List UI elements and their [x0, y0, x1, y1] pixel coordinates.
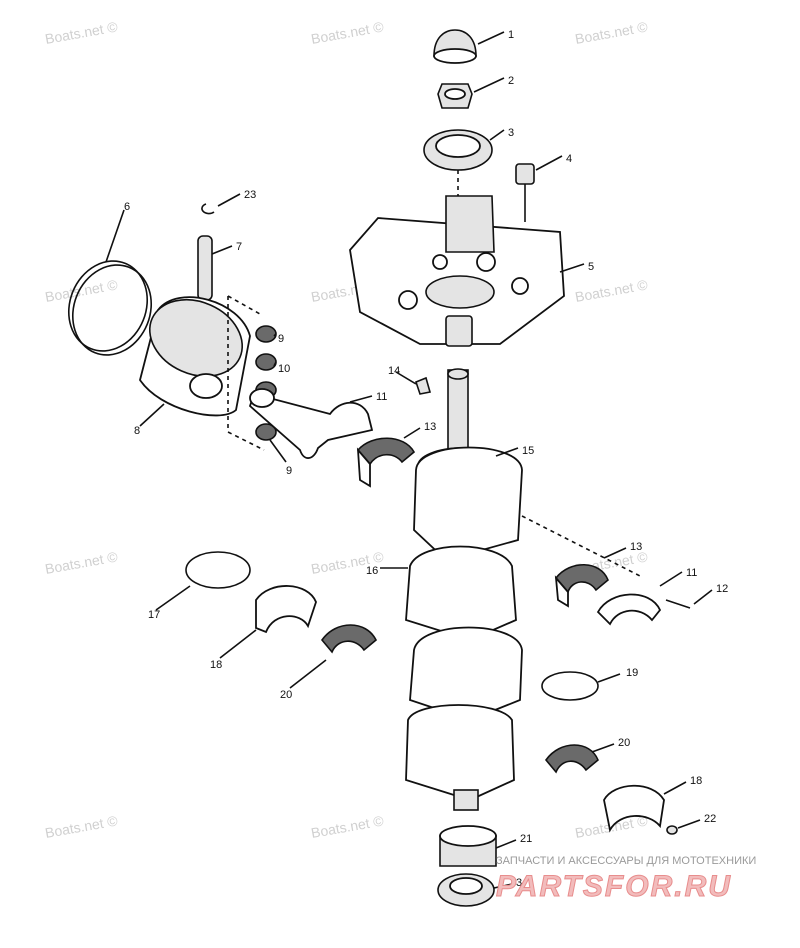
callout-number: 4	[566, 153, 572, 165]
callout-number: 3	[508, 127, 514, 139]
callout-leader	[495, 447, 519, 457]
crank-bearing-13b	[554, 564, 609, 608]
callout-number: 9	[286, 465, 292, 477]
bolt-12	[665, 599, 691, 609]
callout-number: 13	[424, 421, 436, 433]
callout-leader	[155, 585, 191, 611]
callout-leader	[591, 743, 615, 753]
callout-number: 22	[704, 813, 716, 825]
woodruff-key	[415, 376, 432, 395]
watermark-text: Boats.net ©	[310, 18, 386, 47]
rod-cap-11b	[596, 593, 662, 626]
callout-number: 5	[588, 261, 594, 273]
callout-leader	[489, 129, 505, 141]
callout-number: 21	[520, 833, 532, 845]
bearing-parts-rod	[255, 325, 277, 441]
seal-ring-top	[423, 129, 493, 171]
needle-bearing-20b	[544, 744, 599, 774]
callout-leader	[273, 333, 277, 337]
callout-leader	[219, 629, 257, 659]
callout-leader	[677, 819, 701, 829]
screw-part	[515, 163, 535, 222]
callout-leader	[269, 439, 287, 463]
alignment-lines	[227, 170, 641, 577]
brand-tagline: ЗАПЧАСТИ И АКСЕССУАРЫ ДЛЯ МОТОТЕХНИКИ	[496, 855, 756, 867]
callout-number: 14	[388, 365, 400, 377]
callout-number: 2	[508, 75, 514, 87]
callout-number: 15	[522, 445, 534, 457]
callout-number: 11	[376, 391, 387, 403]
callout-leader	[597, 673, 621, 683]
callout-leader	[603, 547, 627, 559]
needle-bearing-20a	[320, 624, 377, 654]
watermark-text: Boats.net ©	[574, 276, 650, 305]
callout-leader	[403, 427, 421, 439]
callout-number: 8	[134, 425, 140, 437]
callout-number: 16	[366, 565, 378, 577]
bearing-21	[439, 825, 497, 867]
callout-leader	[139, 403, 165, 427]
callout-number: 23	[244, 189, 256, 201]
watermark-text: Boats.net ©	[44, 276, 120, 305]
watermark-text: Boats.net ©	[310, 812, 386, 841]
callout-number: 20	[618, 737, 630, 749]
callout-number: 18	[690, 775, 702, 787]
callout-number: 13	[630, 541, 642, 553]
callout-leader	[477, 31, 505, 45]
callout-leader	[495, 839, 517, 849]
callout-number: 6	[124, 201, 130, 213]
bearing-race-18b	[603, 784, 665, 833]
piston-part	[139, 296, 251, 417]
needle-bearing-13a	[356, 437, 416, 488]
clip-part	[201, 203, 215, 215]
callout-leader	[663, 781, 687, 795]
stator-plate	[349, 195, 565, 347]
piston-pin	[197, 235, 213, 301]
callout-number: 19	[626, 667, 638, 679]
callout-leader	[289, 659, 327, 689]
crankshaft	[405, 368, 523, 811]
bearing-race-18a	[255, 585, 317, 634]
cap-part	[433, 29, 477, 64]
callout-number: 7	[236, 241, 242, 253]
callout-number: 18	[210, 659, 222, 671]
callout-leader	[693, 589, 713, 605]
callout-number: 9	[278, 333, 284, 345]
watermark-text: Boats.net ©	[44, 18, 120, 47]
brand-logo: PARTSFOR.RU	[496, 870, 732, 903]
callout-leader	[217, 193, 241, 207]
callout-number: 11	[686, 567, 697, 579]
callout-leader	[395, 371, 417, 385]
callout-leader	[659, 571, 683, 587]
callout-leader	[211, 245, 233, 255]
nut-part	[437, 83, 473, 109]
piston-rings	[67, 260, 153, 356]
callout-leader	[273, 361, 277, 367]
pin-22	[666, 825, 678, 835]
callout-leader	[105, 209, 125, 263]
callout-leader	[535, 155, 563, 171]
callout-number: 10	[278, 363, 290, 375]
connecting-rod	[248, 388, 374, 459]
callout-leader	[473, 77, 505, 93]
snap-ring-19	[541, 671, 599, 701]
callout-number: 20	[280, 689, 292, 701]
callout-leader	[559, 263, 585, 273]
watermark-text: Boats.net ©	[574, 18, 650, 47]
callout-number: 3	[516, 877, 522, 889]
callout-layer: 1234562379108111413159161311121718201920…	[105, 29, 728, 889]
snap-ring-17	[185, 551, 251, 589]
callout-number: 1	[508, 29, 514, 41]
callout-number: 17	[148, 609, 160, 621]
callout-number: 12	[716, 583, 728, 595]
callout-leader	[349, 395, 373, 403]
seal-ring-bottom	[437, 873, 495, 907]
watermark-text: Boats.net ©	[44, 548, 120, 577]
watermark-text: Boats.net ©	[44, 812, 120, 841]
callout-leader	[493, 883, 513, 889]
